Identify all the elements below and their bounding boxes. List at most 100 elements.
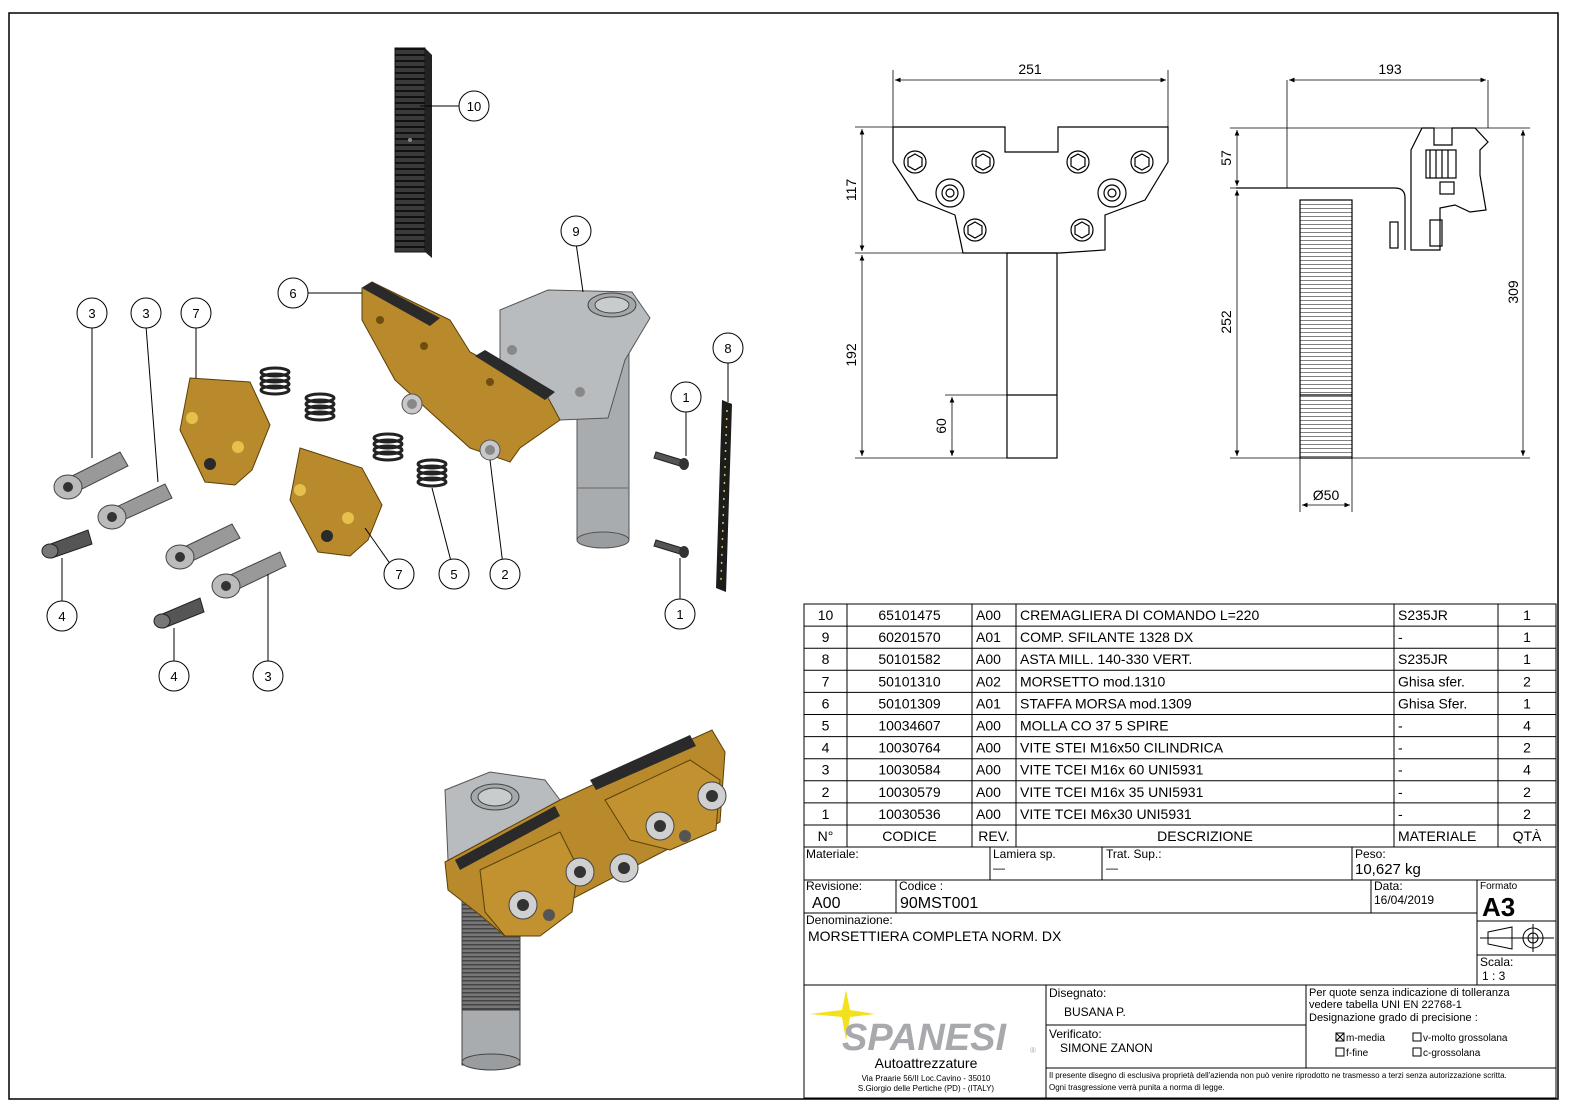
bom-cell-qty: 2 (1523, 740, 1531, 756)
balloon-9: 9 (560, 215, 592, 247)
measuring-stick-part-8 (716, 400, 732, 592)
bom-cell-code: 50101310 (878, 673, 941, 689)
opt-v: v-molto grossolana (1423, 1033, 1508, 1044)
rack-part-10 (394, 47, 432, 258)
revisione-value: A00 (812, 895, 841, 912)
bom-header-n: N° (818, 828, 834, 844)
balloon-4b: 4 (158, 660, 190, 692)
bom-cell-mat: Ghisa sfer. (1398, 673, 1465, 689)
bom-cell-code: 65101475 (878, 607, 941, 623)
bom-cell-desc: VITE TCEI M6x30 UNI5931 (1020, 806, 1192, 822)
bom-cell-code: 60201570 (878, 629, 941, 645)
bom-cell-mat: - (1398, 784, 1403, 800)
side-view (1230, 77, 1530, 512)
svg-text:7: 7 (395, 567, 402, 582)
bom-cell-mat: S235JR (1398, 651, 1448, 667)
slider-bracket-part-9 (499, 289, 651, 549)
bom-cell-n: 4 (822, 740, 830, 756)
denominazione-value: MORSETTIERA COMPLETA NORM. DX (808, 928, 1062, 944)
balloon-7b: 7 (383, 558, 415, 590)
bom-cell-desc: MORSETTO mod.1310 (1020, 673, 1165, 689)
bom-cell-rev: A00 (976, 607, 1001, 623)
title-block-text: Materiale: Lamiera sp. — Trat. Sup.: — P… (806, 847, 1518, 1092)
revisione-label: Revisione: (806, 879, 862, 893)
bom-cell-code: 50101309 (878, 695, 941, 711)
bom-cell-n: 3 (822, 762, 830, 778)
bom-cell-rev: A00 (976, 806, 1001, 822)
bom-cell-code: 10030579 (878, 784, 941, 800)
leader-5 (431, 487, 453, 566)
svg-text:3: 3 (142, 306, 149, 321)
dim-side-top-height: 57 (1218, 150, 1234, 166)
verificato-value: SIMONE ZANON (1060, 1041, 1153, 1055)
data-label: Data: (1374, 879, 1403, 893)
balloon-1a: 1 (670, 381, 702, 413)
bom-cell-code: 50101582 (878, 651, 941, 667)
bom-cell-desc: MOLLA CO 37 5 SPIRE (1020, 718, 1169, 734)
peso-value: 10,627 kg (1355, 861, 1421, 878)
company-logo-text: SPANESI (842, 1017, 1007, 1059)
dim-side-shaft-height: 252 (1218, 310, 1234, 334)
svg-text:2: 2 (501, 567, 508, 582)
balloon-3c: 3 (252, 660, 284, 692)
data-value: 16/04/2019 (1374, 893, 1434, 907)
bom-cell-mat: - (1398, 629, 1403, 645)
company-address2: S.Giorgio delle Pertiche (PD) - (ITALY) (858, 1084, 995, 1093)
bom-cell-code: 10030536 (878, 806, 941, 822)
scala-value: 1 : 3 (1482, 969, 1506, 983)
bom-cell-n: 2 (822, 784, 830, 800)
bom-cell-mat: - (1398, 762, 1403, 778)
lamiera-value: — (993, 861, 1005, 875)
codice-value: 90MST001 (900, 895, 978, 912)
bom-cell-rev: A00 (976, 762, 1001, 778)
balloon-8: 8 (712, 332, 744, 364)
bom-cell-qty: 1 (1523, 607, 1531, 623)
balloon-10-label: 10 (467, 99, 481, 114)
tolerance-line3: Designazione grado di precisione : (1309, 1012, 1478, 1024)
lamiera-label: Lamiera sp. (993, 847, 1056, 861)
bom-header-mat: MATERIALE (1398, 828, 1476, 844)
svg-text:9: 9 (572, 224, 579, 239)
codice-label: Codice : (899, 879, 943, 893)
svg-text:4: 4 (58, 609, 65, 624)
bom-header-qty: QTÀ (1513, 828, 1542, 844)
bom-cell-n: 8 (822, 651, 830, 667)
screws-part-3 (53, 451, 287, 599)
bom-cell-qty: 4 (1523, 718, 1531, 734)
bom-cell-mat: Ghisa Sfer. (1398, 695, 1467, 711)
formato-value: A3 (1482, 892, 1515, 922)
bom-cell-desc: COMP. SFILANTE 1328 DX (1020, 629, 1194, 645)
tolerance-line1: Per quote senza indicazione di tolleranz… (1309, 987, 1510, 999)
bom-cell-desc: ASTA MILL. 140-330 VERT. (1020, 651, 1192, 667)
dim-side-total-height: 309 (1505, 280, 1521, 304)
svg-text:8: 8 (724, 341, 731, 356)
bom-cell-qty: 1 (1523, 695, 1531, 711)
legal-line2: Ogni trasgressione verrà punita a norma … (1049, 1083, 1225, 1092)
screws-part-1 (653, 451, 689, 558)
bom-cell-mat: - (1398, 718, 1403, 734)
denominazione-label: Denominazione: (806, 913, 893, 927)
front-view (855, 70, 1169, 459)
balloon-3a: 3 (76, 297, 108, 329)
bom-cell-code: 10034607 (878, 718, 941, 734)
bom-cell-mat: S235JR (1398, 607, 1448, 623)
bom-header-rev: REV. (978, 828, 1009, 844)
opt-m: m-media (1346, 1033, 1385, 1044)
bom-cell-rev: A00 (976, 718, 1001, 734)
set-screws-part-4 (41, 529, 205, 629)
formato-label: Formato (1480, 881, 1518, 892)
bom-cell-code: 10030584 (878, 762, 941, 778)
balloon-6: 6 (277, 277, 309, 309)
dim-diameter: Ø50 (1313, 487, 1340, 503)
trat-value: — (1106, 861, 1118, 875)
opt-f: f-fine (1346, 1048, 1369, 1059)
bom-cell-desc: VITE TCEI M16x 35 UNI5931 (1020, 784, 1204, 800)
svg-text:5: 5 (450, 567, 457, 582)
tolerance-line2: vedere tabella UNI EN 22768-1 (1309, 999, 1462, 1011)
svg-text:3: 3 (88, 306, 95, 321)
disegnato-label: Disegnato: (1049, 986, 1106, 1000)
bom-cell-qty: 2 (1523, 673, 1531, 689)
leader-9 (575, 242, 584, 293)
